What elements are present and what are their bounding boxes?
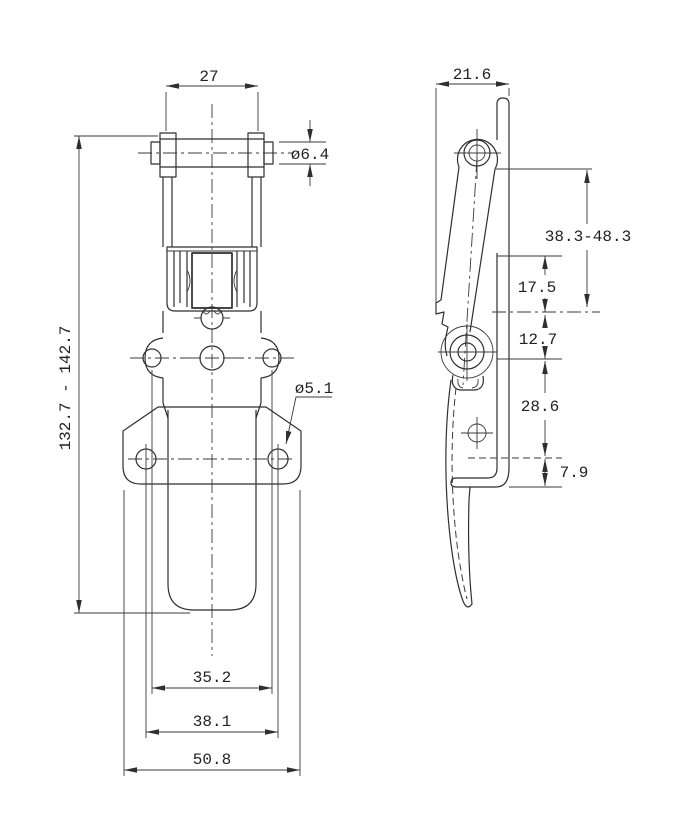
pivot-assembly	[438, 324, 497, 391]
dim-slot-width: 35.2	[151, 370, 273, 694]
hook-tail	[445, 379, 493, 608]
dim-front-top-width: 27	[165, 68, 259, 131]
dim-lower-offset: 28.6	[521, 361, 559, 456]
mount-hole-diameter-label: ø5.1	[295, 380, 333, 398]
front-top-width-label: 27	[199, 68, 218, 86]
base-width-label: 50.8	[193, 751, 231, 769]
center-spring-hole	[199, 345, 225, 371]
adjuster-housing	[166, 246, 258, 330]
pivot-offset-label: 12.7	[519, 331, 557, 349]
keeper-plate	[450, 97, 510, 488]
dim-side-top-width: 21.6	[435, 66, 510, 313]
pin-diameter-label: ø6.4	[291, 146, 329, 164]
front-view: 27 ø6.4 ø5.1 132.7 - 142.7 35.2	[57, 68, 333, 776]
lower-offset-label: 28.6	[521, 398, 559, 416]
lower-strap	[167, 410, 257, 611]
dim-adjustment-range: 38.3-48.3	[545, 170, 631, 307]
dim-base-width: 50.8	[123, 490, 301, 776]
dim-overall-length: 132.7 - 142.7	[57, 135, 190, 614]
hole-spacing-label: 38.1	[193, 713, 231, 731]
left-lug-hole	[142, 348, 162, 368]
dim-pin-diameter: ø6.4	[279, 120, 329, 186]
side-view: 21.6 38.3-48.3 17.5 12.7 28.6	[435, 66, 631, 608]
dim-foot-height: 7.9	[542, 459, 589, 486]
keeper-offset-label: 17.5	[518, 279, 556, 297]
overall-length-label: 132.7 - 142.7	[57, 326, 75, 451]
spring-lugs	[142, 337, 282, 419]
dim-keeper-offset: 17.5	[518, 256, 556, 312]
side-feature-lines	[468, 168, 600, 488]
front-centerlines	[128, 104, 296, 656]
adjustment-range-label: 38.3-48.3	[545, 228, 631, 246]
foot-height-label: 7.9	[560, 464, 589, 482]
lever-arm	[435, 129, 501, 386]
bail-crossbar	[150, 132, 274, 178]
lever-rails	[162, 177, 262, 333]
right-lug-hole	[262, 348, 282, 368]
slot-width-label: 35.2	[193, 669, 231, 687]
dim-hole-spacing: 38.1	[145, 444, 279, 738]
dim-mount-hole-diameter: ø5.1	[285, 380, 333, 445]
side-top-width-label: 21.6	[453, 66, 491, 84]
dim-pivot-offset: 12.7	[519, 315, 557, 359]
